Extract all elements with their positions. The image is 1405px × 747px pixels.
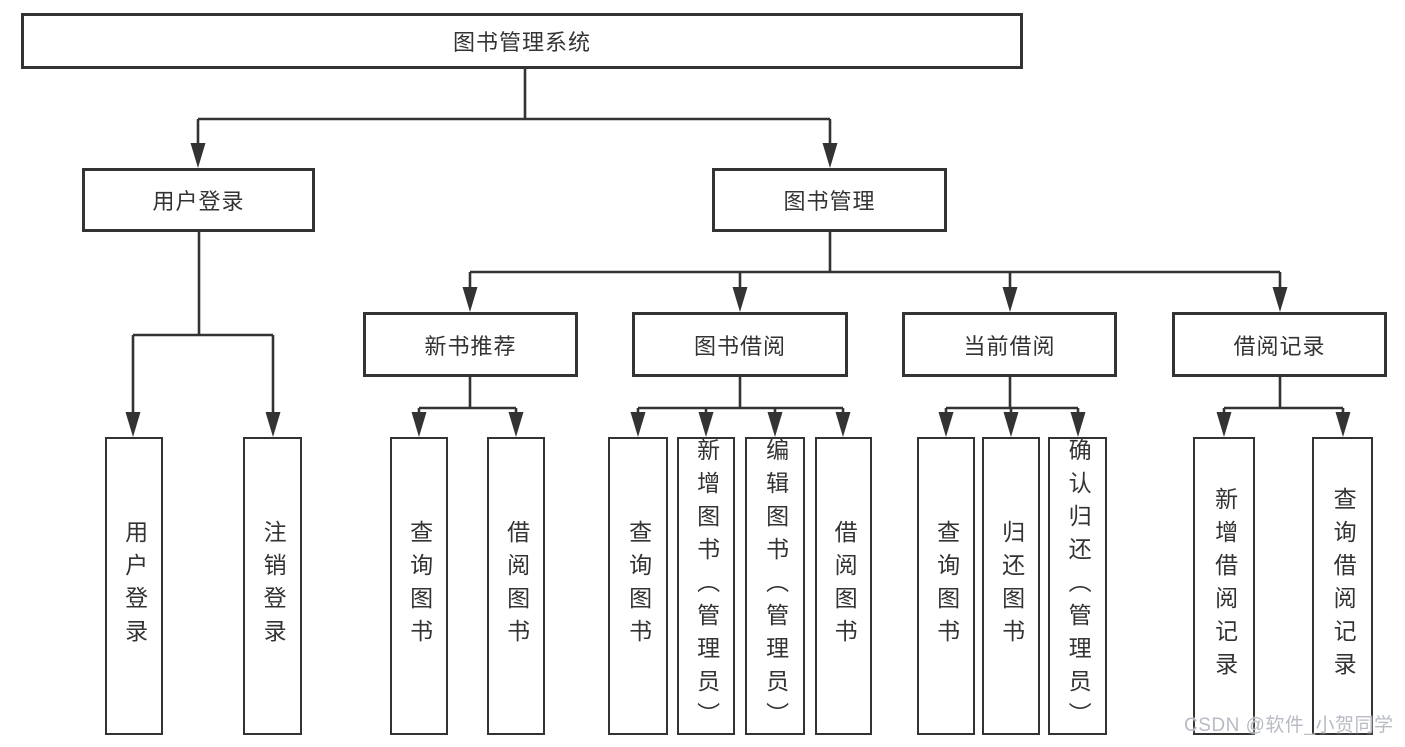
node-borrowing-records: 借阅记录: [1172, 312, 1387, 377]
node-label: 新书推荐: [424, 333, 517, 359]
node-label: 查询借阅记录: [1330, 487, 1357, 685]
node-root: 图书管理系统: [21, 13, 1023, 69]
node-label: 注销登录: [260, 520, 287, 652]
leaf-query-books-current: 查询图书: [917, 437, 975, 735]
node-label: 借阅图书: [831, 520, 858, 652]
watermark: CSDN @软件_小贺同学: [1184, 715, 1394, 736]
leaf-edit-book-admin: 编辑图书（管理员）: [745, 437, 805, 735]
leaf-borrow-books: 借阅图书: [815, 437, 872, 735]
node-book-borrowing: 图书借阅: [632, 312, 848, 377]
node-label: 查询图书: [406, 520, 433, 652]
leaf-borrow-books-recommend: 借阅图书: [487, 437, 545, 735]
node-new-book-recommend: 新书推荐: [363, 312, 578, 377]
node-label: 图书管理: [783, 189, 876, 214]
node-label: 查询图书: [625, 520, 652, 652]
node-label: 用户登录: [121, 520, 148, 652]
node-label: 用户登录: [152, 189, 245, 214]
node-label: 图书借阅: [693, 333, 786, 359]
node-user-login: 用户登录: [82, 168, 315, 232]
leaf-user-login: 用户登录: [105, 437, 163, 735]
leaf-add-borrow-record: 新增借阅记录: [1193, 437, 1255, 735]
node-label: 当前借阅: [963, 333, 1056, 359]
node-current-borrowing: 当前借阅: [902, 312, 1117, 377]
node-label: 查询图书: [933, 520, 960, 652]
leaf-add-book-admin: 新增图书（管理员）: [677, 437, 735, 735]
node-label: 借阅图书: [503, 520, 530, 652]
node-book-management: 图书管理: [712, 168, 947, 232]
leaf-return-book: 归还图书: [982, 437, 1040, 735]
leaf-query-books-borrow: 查询图书: [608, 437, 668, 735]
node-label: 借阅记录: [1233, 333, 1326, 359]
node-label: 新增借阅记录: [1211, 487, 1238, 685]
node-label: 确认归还（管理员）: [1065, 437, 1092, 735]
leaf-query-books-recommend: 查询图书: [390, 437, 448, 735]
leaf-query-borrow-record: 查询借阅记录: [1312, 437, 1373, 735]
node-label: 编辑图书（管理员）: [762, 437, 789, 735]
leaf-logout: 注销登录: [243, 437, 302, 735]
node-label: 图书管理系统: [452, 30, 591, 55]
node-label: 新增图书（管理员）: [693, 437, 720, 735]
leaf-confirm-return-admin: 确认归还（管理员）: [1048, 437, 1107, 735]
node-label: 归还图书: [998, 520, 1025, 652]
